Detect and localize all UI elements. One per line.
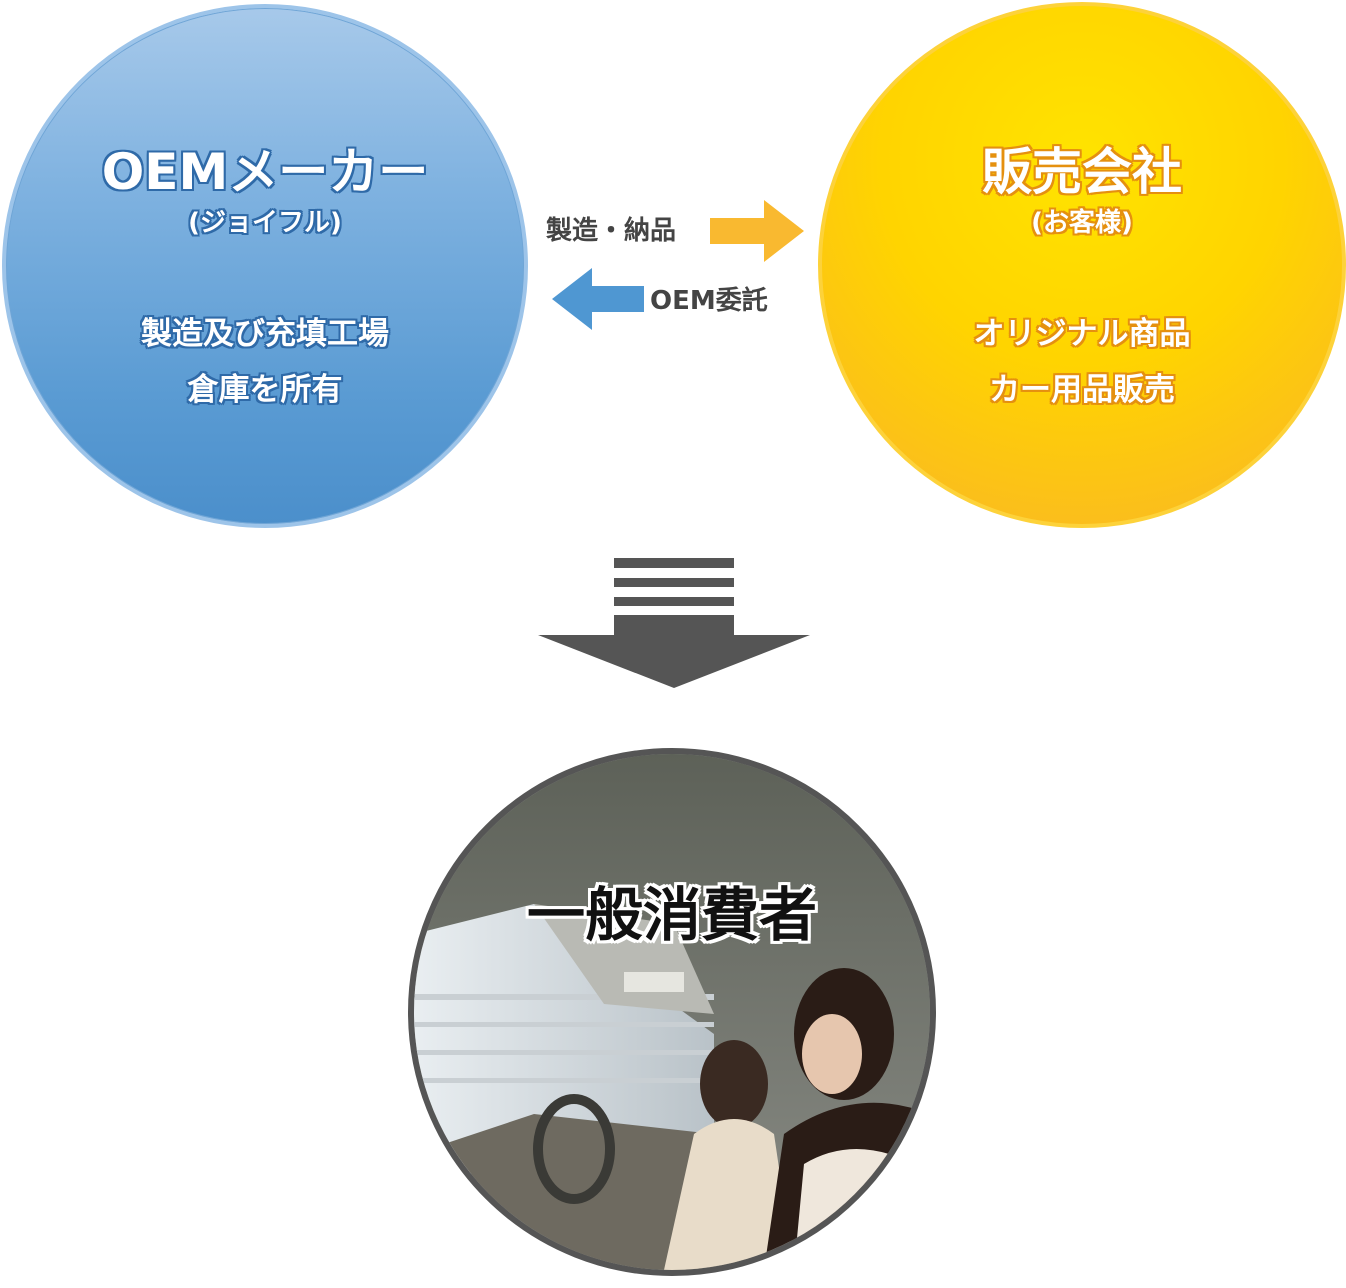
oem-maker-subtitle: (ジョイフル) [188,208,342,238]
backward-flow-label: OEM委託 [650,286,768,316]
right-arrow-icon [710,200,804,262]
consumer-circle: 一般消費者 [408,748,936,1276]
oem-maker-title: OEMメーカー [101,143,429,201]
consumer-photo [414,754,930,1270]
oem-maker-circle: OEMメーカー (ジョイフル) 製造及び充填工場 倉庫を所有 [2,4,528,528]
sales-company-desc-line1: オリジナル商品 [973,316,1191,352]
oem-maker-desc-line2: 倉庫を所有 [187,372,343,408]
left-arrow-icon [552,268,644,330]
sales-company-desc-line2: カー用品販売 [989,372,1175,408]
sales-company-subtitle: (お客様) [1031,208,1133,238]
down-arrow-icon [538,558,810,688]
consumer-title: 一般消費者 [526,881,817,949]
sales-company-title: 販売会社 [982,143,1182,201]
forward-flow-label: 製造・納品 [546,216,677,246]
sales-company-circle: 販売会社 (お客様) オリジナル商品 カー用品販売 [818,2,1346,528]
oem-maker-desc-line1: 製造及び充填工場 [141,316,389,352]
